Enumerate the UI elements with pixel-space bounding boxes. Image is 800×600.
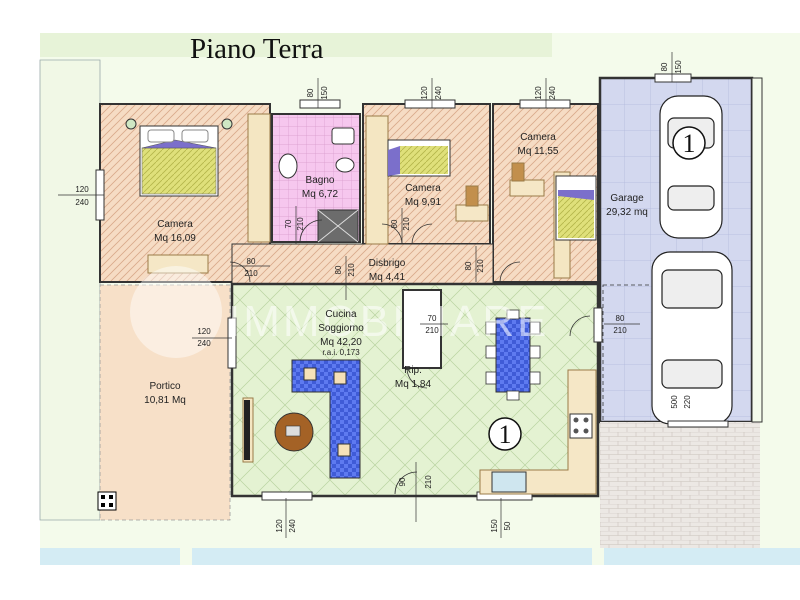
svg-text:120: 120 [275, 519, 284, 533]
svg-text:90: 90 [398, 477, 407, 486]
area-bagno: Mq 6,72 [302, 189, 339, 200]
watermark-text: IMMOBILIARE [228, 297, 550, 346]
svg-text:70: 70 [284, 219, 293, 228]
badge-garage: 1 [672, 126, 706, 160]
label-disbrigo: Disbrigo [369, 258, 406, 269]
sofa [291, 359, 361, 479]
rai-cucina: r.a.i. 0,173 [322, 348, 360, 357]
storage-room [402, 289, 442, 369]
badge-living: 1 [488, 417, 522, 451]
svg-text:210: 210 [296, 217, 305, 231]
portico-area [99, 284, 231, 521]
svg-text:240: 240 [75, 198, 89, 207]
label-rip: Rip. [404, 365, 422, 376]
label-camera-2: Camera [405, 183, 441, 194]
bathroom-fixtures [278, 127, 359, 243]
svg-text:1: 1 [683, 129, 696, 158]
svg-text:500: 500 [670, 395, 679, 409]
area-disbrigo: Mq 4,41 [369, 272, 406, 283]
svg-text:80: 80 [390, 219, 399, 228]
area-camera-2: Mq 9,91 [405, 197, 442, 208]
watermark-logo [130, 266, 222, 358]
svg-text:150: 150 [320, 86, 329, 100]
label-cucina: Cucina [325, 309, 357, 320]
svg-text:120: 120 [420, 86, 429, 100]
svg-text:120: 120 [75, 185, 89, 194]
svg-text:80: 80 [247, 257, 256, 266]
svg-text:80: 80 [660, 62, 669, 71]
svg-text:80: 80 [306, 88, 315, 97]
desks [455, 162, 545, 222]
car-top [659, 95, 723, 239]
svg-text:120: 120 [534, 86, 543, 100]
area-camera-1: Mq 16,09 [154, 233, 196, 244]
dresser [147, 254, 209, 274]
area-rip: Mq 1,84 [395, 379, 432, 390]
svg-text:80: 80 [464, 261, 473, 270]
kitchen-counter [479, 369, 597, 495]
svg-text:220: 220 [683, 395, 692, 409]
label-portico: Portico [149, 381, 181, 392]
tv [244, 400, 250, 460]
svg-text:240: 240 [288, 519, 297, 533]
svg-text:210: 210 [424, 475, 433, 489]
svg-text:50: 50 [503, 521, 512, 530]
label-garage: Garage [610, 193, 644, 204]
garage-car-door [667, 420, 729, 428]
area-garage: 29,32 mq [606, 207, 648, 218]
bed-double [125, 118, 233, 197]
svg-text:240: 240 [434, 86, 443, 100]
dimension-labels: 80 150 120 240 120 240 80 150 120 240 12… [75, 60, 692, 533]
svg-text:210: 210 [476, 259, 485, 273]
plan-title: Piano Terra [190, 33, 324, 65]
svg-text:210: 210 [347, 263, 356, 277]
doors [229, 219, 591, 495]
dining-table [485, 309, 541, 401]
svg-text:120: 120 [197, 327, 211, 336]
patio-paving [600, 422, 760, 548]
svg-text:150: 150 [674, 60, 683, 74]
label-camera-3: Camera [520, 132, 556, 143]
svg-text:80: 80 [334, 265, 343, 274]
svg-text:150: 150 [490, 519, 499, 533]
area-camera-3: Mq 11,55 [518, 146, 559, 157]
svg-text:210: 210 [244, 269, 258, 278]
area-portico: 10,81 Mq [144, 395, 186, 406]
svg-text:210: 210 [402, 217, 411, 231]
svg-text:240: 240 [548, 86, 557, 100]
area-cucina: Mq 42,20 [320, 337, 362, 348]
svg-text:240: 240 [197, 339, 211, 348]
bed-single-1 [387, 139, 451, 177]
coffee-table [274, 412, 314, 452]
label-soggiorno: Soggiorno [318, 323, 364, 334]
label-camera-1: Camera [157, 219, 193, 230]
svg-text:70: 70 [428, 314, 437, 323]
svg-text:210: 210 [613, 326, 627, 335]
svg-text:210: 210 [425, 326, 439, 335]
bed-single-2 [555, 175, 597, 241]
svg-text:80: 80 [616, 314, 625, 323]
room-labels: Camera Mq 16,09 Bagno Mq 6,72 Camera Mq … [144, 132, 648, 406]
corridor [231, 243, 494, 285]
car-bottom [651, 251, 733, 425]
column-marker [97, 491, 117, 511]
dimension-annotations [58, 52, 673, 538]
svg-text:1: 1 [499, 420, 512, 449]
windows [95, 73, 692, 501]
label-bagno: Bagno [306, 175, 335, 186]
